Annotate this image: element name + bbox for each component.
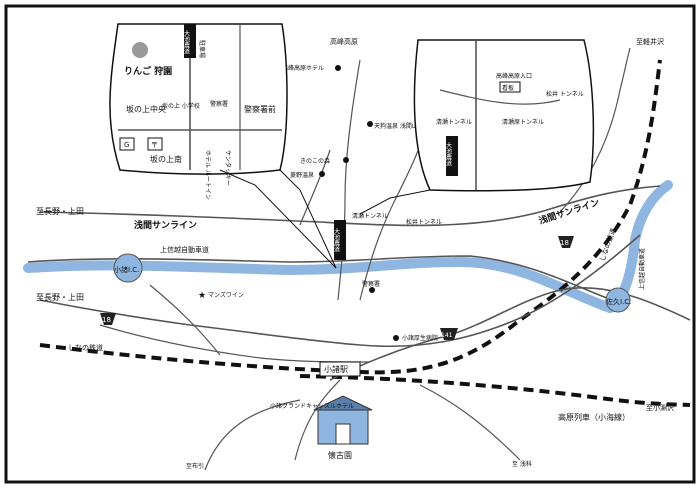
road-kinoko bbox=[299, 149, 331, 226]
svg-text:看板: 看板 bbox=[502, 84, 514, 92]
label-hospital: 小諸厚生病院 bbox=[402, 334, 438, 342]
koumi-line bbox=[299, 374, 691, 407]
svg-text:高峰高原入口: 高峰高原入口 bbox=[496, 72, 532, 80]
svg-text:大池農道: 大池農道 bbox=[445, 141, 452, 167]
shinano-railway bbox=[39, 59, 662, 375]
label-kiyoseki: 清瀬トンネル bbox=[352, 212, 388, 220]
label-kobuchizawa: 至小淵沢 bbox=[646, 403, 674, 412]
label-kinoko: きのこの森 bbox=[300, 157, 330, 165]
label-police: 警察署 bbox=[362, 280, 380, 288]
route-18-shield-right: 18 bbox=[558, 236, 574, 248]
road-local-1 bbox=[149, 284, 221, 356]
label-asama-sunline-left: 浅間サンライン bbox=[134, 219, 197, 231]
hishino-dot bbox=[319, 171, 325, 177]
label-karuizawa: 至軽井沢 bbox=[636, 37, 664, 46]
svg-text:清瀬原トンネル: 清瀬原トンネル bbox=[502, 118, 544, 126]
label-mars-wine: マンズワイン bbox=[208, 291, 244, 299]
kinoko-dot bbox=[343, 157, 349, 163]
inset-right: 大池農道 高峰高原入口 看板 松井 トンネル 清瀬トンネル 清瀬原トンネル bbox=[359, 39, 595, 215]
label-nagano-1: 至長野・上田 bbox=[36, 207, 84, 216]
route-141-shield: 141 bbox=[440, 328, 458, 340]
label-joshinetsu-v: 上信越自動車道 bbox=[638, 248, 646, 290]
label-komoro-ic: 小諸I.C. bbox=[114, 265, 139, 274]
road-south-3 bbox=[419, 384, 521, 461]
label-takamine-hotel: 高峰高原ホテル bbox=[282, 64, 324, 72]
svg-text:警察署前: 警察署前 bbox=[244, 104, 276, 114]
label-hishino: 菱野温泉 bbox=[290, 171, 314, 179]
label-nunobiki: 至布引 bbox=[186, 462, 204, 470]
label-joshinetsu: 上信越自動車道 bbox=[160, 245, 209, 254]
svg-text:18: 18 bbox=[560, 239, 569, 247]
svg-text:〒: 〒 bbox=[151, 141, 158, 149]
svg-text:坂の上南: 坂の上南 bbox=[150, 154, 182, 164]
takamine-hotel-dot bbox=[335, 65, 341, 71]
komoro-station-box bbox=[319, 361, 361, 377]
label-komoro-station: 小諸駅 bbox=[324, 364, 348, 374]
map-border bbox=[4, 4, 696, 484]
hospital-dot bbox=[393, 335, 399, 341]
oike-road-badge bbox=[334, 220, 346, 260]
svg-text:坂の上 小学校: 坂の上 小学校 bbox=[162, 102, 200, 110]
mars-star-icon: ★ bbox=[198, 291, 206, 301]
route-18-shield-left: 18 bbox=[100, 313, 116, 325]
svg-text:ケンタッキー: ケンタッキー bbox=[224, 150, 232, 186]
road-north bbox=[337, 59, 361, 301]
label-koumi: 高原列車（小海線） bbox=[558, 412, 630, 422]
tenguonsen-dot bbox=[367, 121, 373, 127]
svg-text:清瀬トンネル: 清瀬トンネル bbox=[436, 118, 472, 126]
svg-text:坂の上中央: 坂の上中央 bbox=[126, 104, 166, 114]
svg-text:駐車場: 駐車場 bbox=[198, 40, 206, 58]
svg-text:ホテル ルートイン: ホテル ルートイン bbox=[204, 150, 211, 200]
svg-text:G: G bbox=[124, 141, 129, 149]
svg-text:大池農道: 大池農道 bbox=[333, 227, 340, 253]
label-shinano-left: しなの鉄道 bbox=[68, 343, 103, 352]
label-matsui: 松井トンネル bbox=[406, 218, 442, 226]
label-saku-ic: 佐久I.C. bbox=[606, 297, 631, 306]
road-south bbox=[294, 379, 341, 461]
label-tenguonsen: 天狗温泉 浅間山荘 bbox=[374, 122, 424, 130]
route-18 bbox=[39, 234, 641, 348]
route-141 bbox=[329, 286, 691, 381]
police-dot bbox=[369, 287, 375, 293]
label-asama-sunline-right: 浅間サンライン bbox=[537, 196, 601, 227]
label-nagano-2: 至長野・上田 bbox=[36, 293, 84, 302]
apple-icon bbox=[132, 42, 148, 58]
label-takamine: 高峰高原 bbox=[330, 37, 358, 46]
label-kaikoen: 懐古園 bbox=[328, 450, 352, 460]
komoro-ic-marker bbox=[113, 253, 143, 283]
svg-text:警察署: 警察署 bbox=[210, 100, 228, 108]
saku-ic-marker bbox=[605, 287, 631, 313]
road-south-2 bbox=[204, 399, 301, 471]
svg-text:松井 トンネル: 松井 トンネル bbox=[546, 90, 584, 98]
kaikoen-gate-icon bbox=[313, 395, 373, 445]
river bbox=[23, 180, 673, 313]
asama-sunline bbox=[39, 185, 661, 227]
svg-text:大池農道: 大池農道 bbox=[183, 29, 190, 55]
svg-text:18: 18 bbox=[102, 316, 111, 324]
svg-text:141: 141 bbox=[441, 332, 453, 339]
label-grand-castle: 小諸グランドキャッスルホテル bbox=[270, 402, 354, 410]
road-karuizawa bbox=[559, 47, 631, 213]
inset-left: 大池農道 駐車場 りんご 狩園 坂の上中央 坂の上 小学校 警察署 警察署前 G… bbox=[109, 23, 337, 269]
svg-text:りんご 狩園: りんご 狩園 bbox=[124, 65, 172, 77]
label-asashina: 至 浅科 bbox=[512, 460, 532, 468]
